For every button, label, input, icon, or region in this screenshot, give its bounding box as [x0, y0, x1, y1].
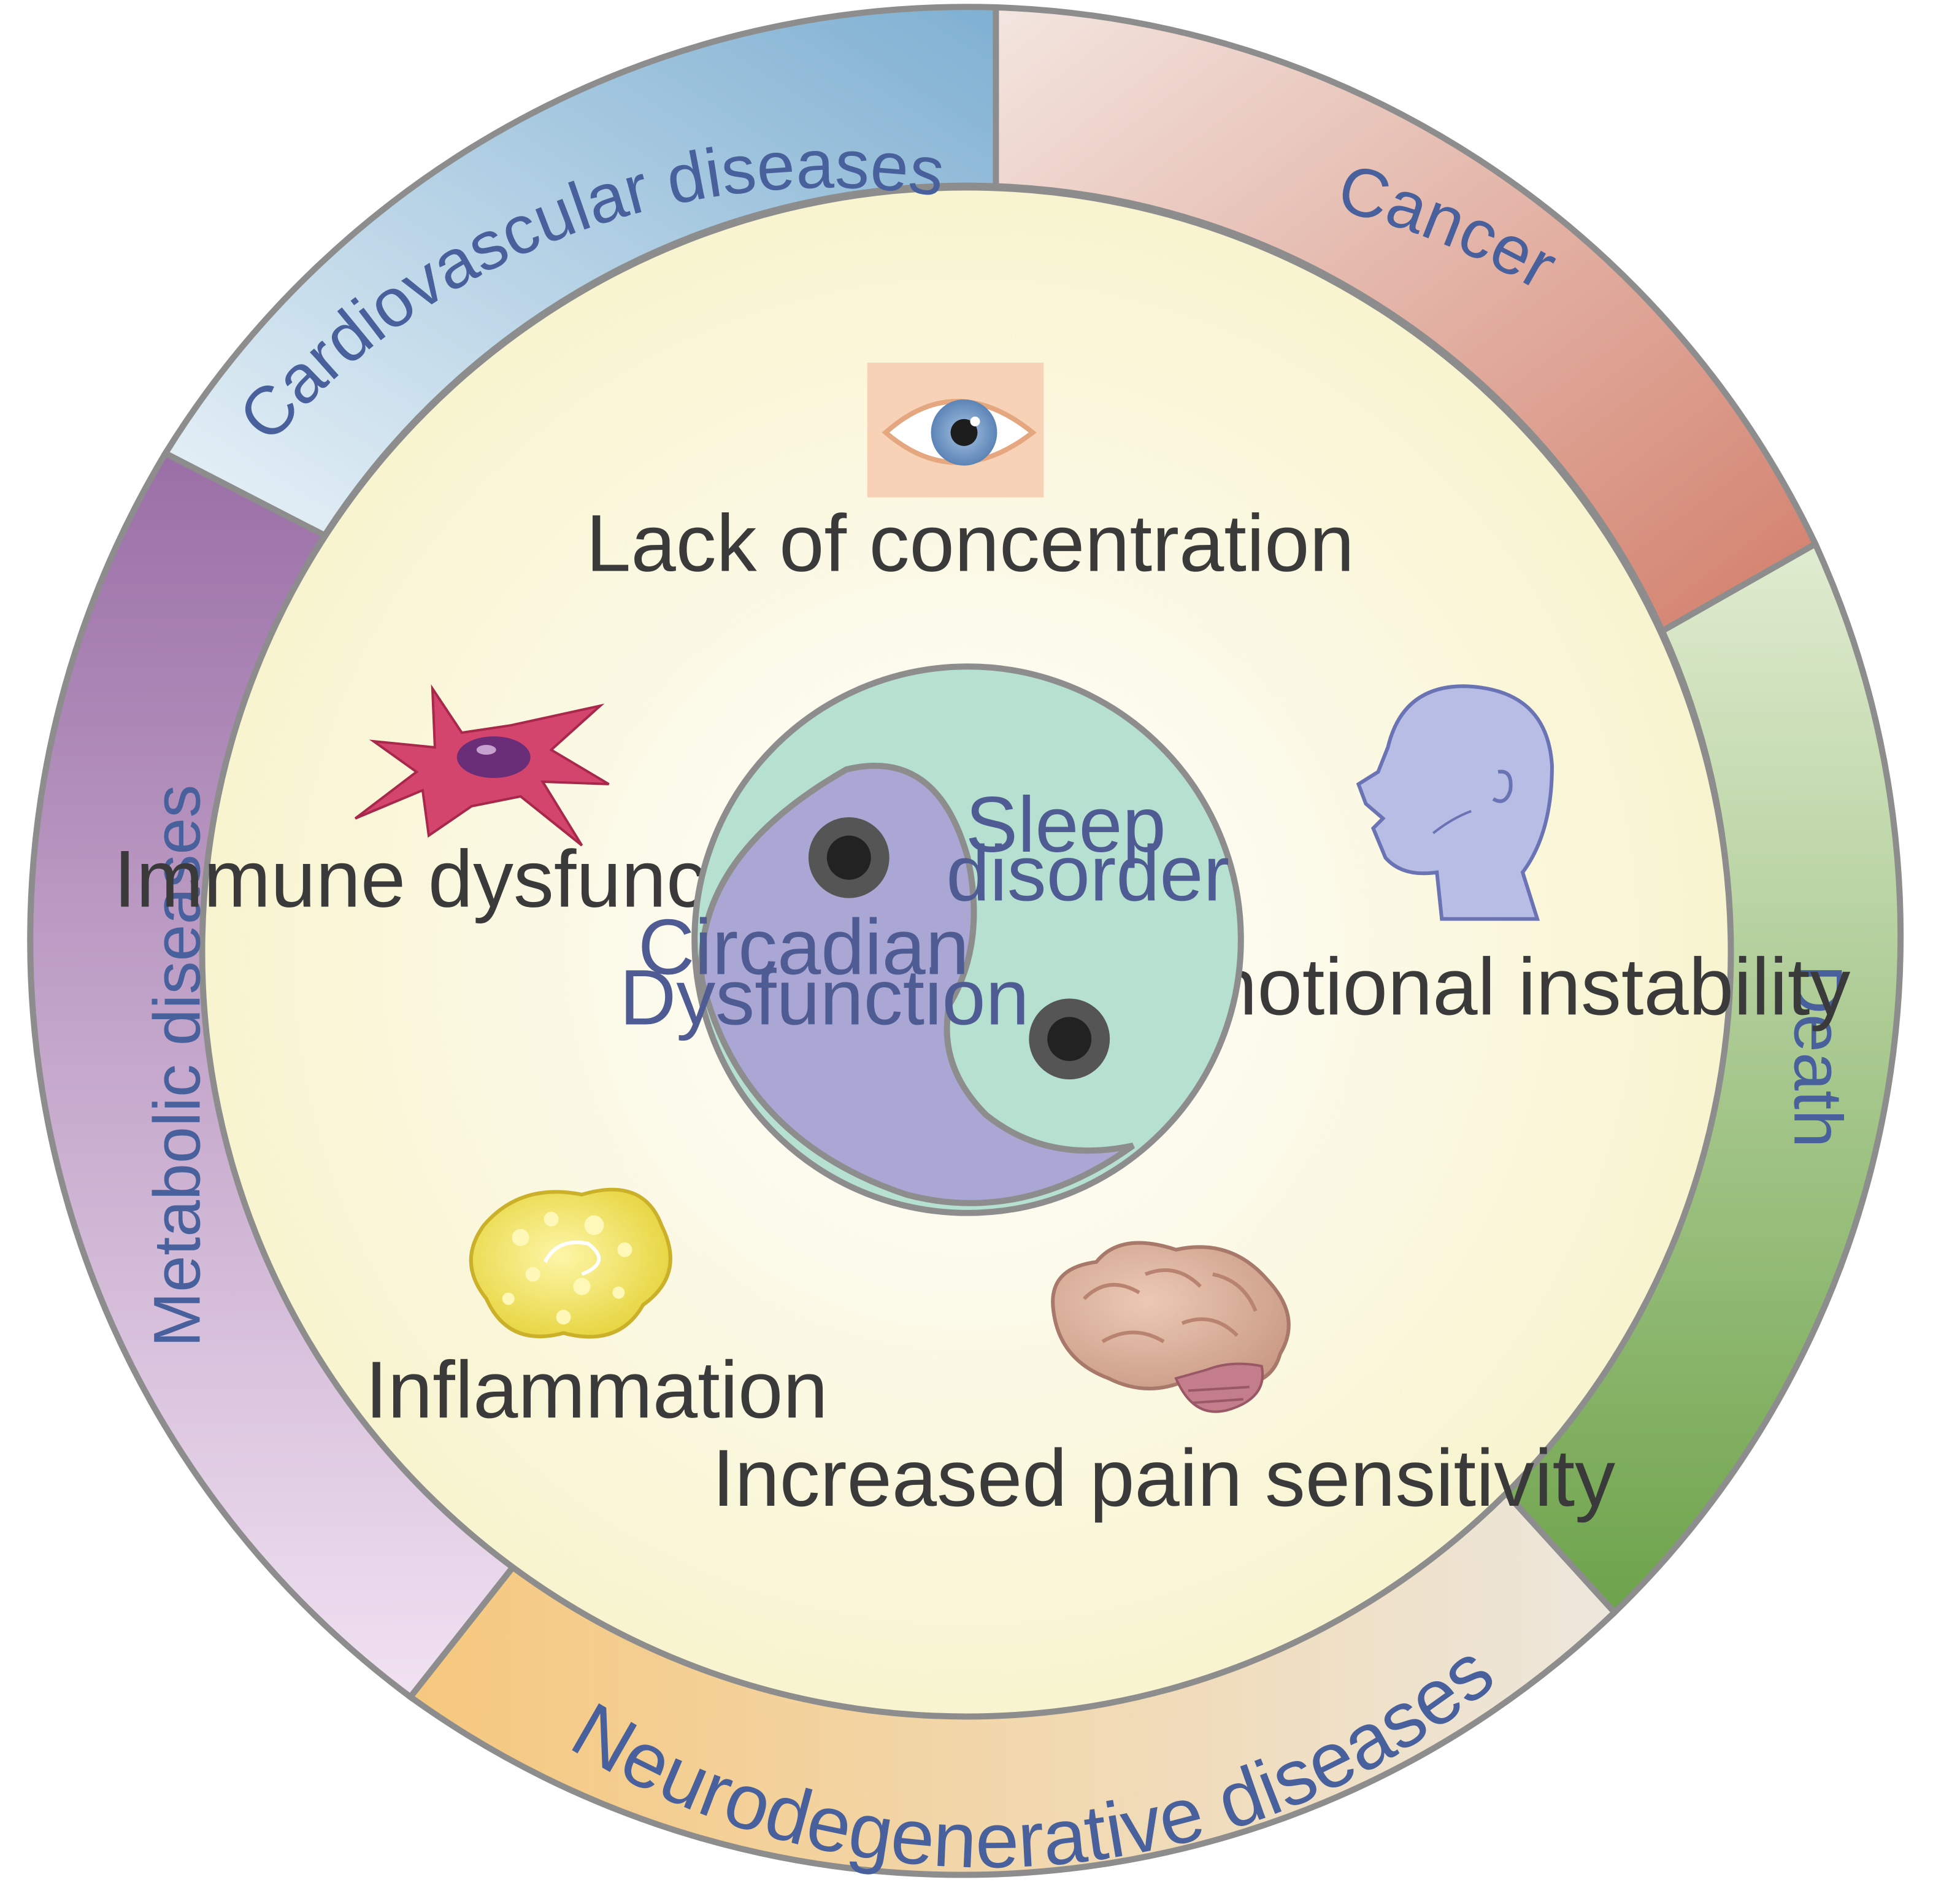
label-circadian-line2: Dysfunction [620, 954, 1029, 1041]
brain-icon [1051, 1241, 1291, 1413]
circadian-dysfunction-region[interactable] [698, 763, 1135, 1206]
label-circadian-line1: Circadian [638, 903, 969, 991]
label-increased-pain-sensitivity: Increased pain sensitivity [712, 1433, 1615, 1523]
label-death: Death [1780, 965, 1856, 1147]
eye-icon [867, 363, 1044, 498]
label-sleep-line1: Sleep [966, 781, 1166, 869]
label-emotional-instability: Emotional instability [1136, 941, 1851, 1031]
label-inflammation: Inflammation [365, 1344, 828, 1435]
yin-yang [691, 663, 1244, 1216]
label-metabolic: Metabolic diseases [140, 785, 214, 1347]
label-lack-of-concentration: Lack of concentration [586, 498, 1355, 588]
label-sleep-line2: disorder [946, 830, 1229, 918]
outer-ring [27, 4, 1904, 1878]
immune-cell-icon [354, 684, 610, 847]
inflammation-cell-icon [469, 1187, 672, 1339]
human-head-icon [1356, 684, 1554, 921]
